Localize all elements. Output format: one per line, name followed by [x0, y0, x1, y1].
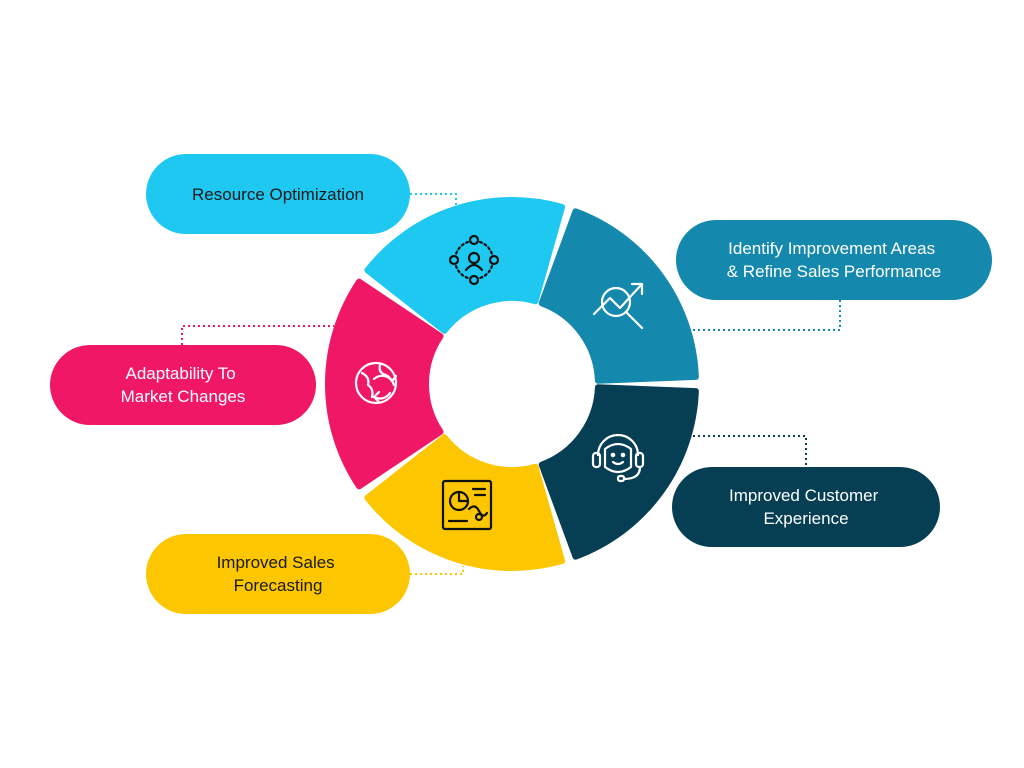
pill-adaptability-to-market-changes: Adaptability To Market Changes	[50, 345, 316, 425]
headset-icon	[591, 433, 645, 483]
pill-text-line: Adaptability To	[126, 364, 236, 383]
people-network-icon	[448, 234, 500, 286]
connector-forecast	[410, 566, 464, 575]
pill-improved-sales-forecasting: Improved Sales Forecasting	[146, 534, 410, 614]
pill-text-line: Improved Customer	[729, 486, 879, 505]
connector-adapt	[181, 325, 334, 345]
pill-text-line: Forecasting	[234, 576, 323, 595]
segment-adaptability	[325, 278, 444, 490]
svg-text:Improved Sales Forecasti: Improved Sales Forecasting	[217, 553, 340, 595]
segment-resource-optimization	[364, 197, 566, 334]
svg-text:Identify Improvement Areas: Identify Improvement Areas & Refine Sale…	[727, 239, 942, 281]
pill-identify-improvement: Identify Improvement Areas & Refine Sale…	[676, 220, 992, 300]
ring	[325, 197, 699, 571]
globe-arrows-icon	[354, 361, 398, 405]
connectors	[181, 193, 841, 575]
svg-text:Improved Customer Experi: Improved Customer Experience	[729, 486, 883, 528]
segment-identify-improvement	[538, 208, 699, 384]
pill-background	[146, 154, 410, 234]
pill-text-line: Market Changes	[121, 387, 246, 406]
trend-magnifier-icon	[592, 282, 644, 330]
pill-background	[50, 345, 316, 425]
pill-text-line: Experience	[763, 509, 848, 528]
analytics-board-icon	[441, 479, 493, 531]
pill-text-line: & Refine Sales Performance	[727, 262, 942, 281]
connector-resource	[410, 193, 457, 212]
segment-improved-sales-forecasting	[364, 434, 566, 571]
svg-text:Adaptability To Market C: Adaptability To Market Changes	[121, 364, 246, 406]
pill-text-line: Improved Sales	[217, 553, 335, 572]
pill-resource-optimization: Resource Optimization	[146, 154, 410, 234]
pill-improved-customer-experience: Improved Customer Experience	[672, 467, 940, 547]
pill-text-line: Identify Improvement Areas	[728, 239, 935, 258]
connector-identify	[688, 300, 841, 331]
pill-background	[146, 534, 410, 614]
pill-text-line: Resource Optimization	[192, 185, 364, 204]
connector-customer	[688, 435, 807, 467]
pill-background	[672, 467, 940, 547]
pill-background	[676, 220, 992, 300]
svg-text:Resource Optimization: Resource Optimization	[192, 185, 364, 204]
